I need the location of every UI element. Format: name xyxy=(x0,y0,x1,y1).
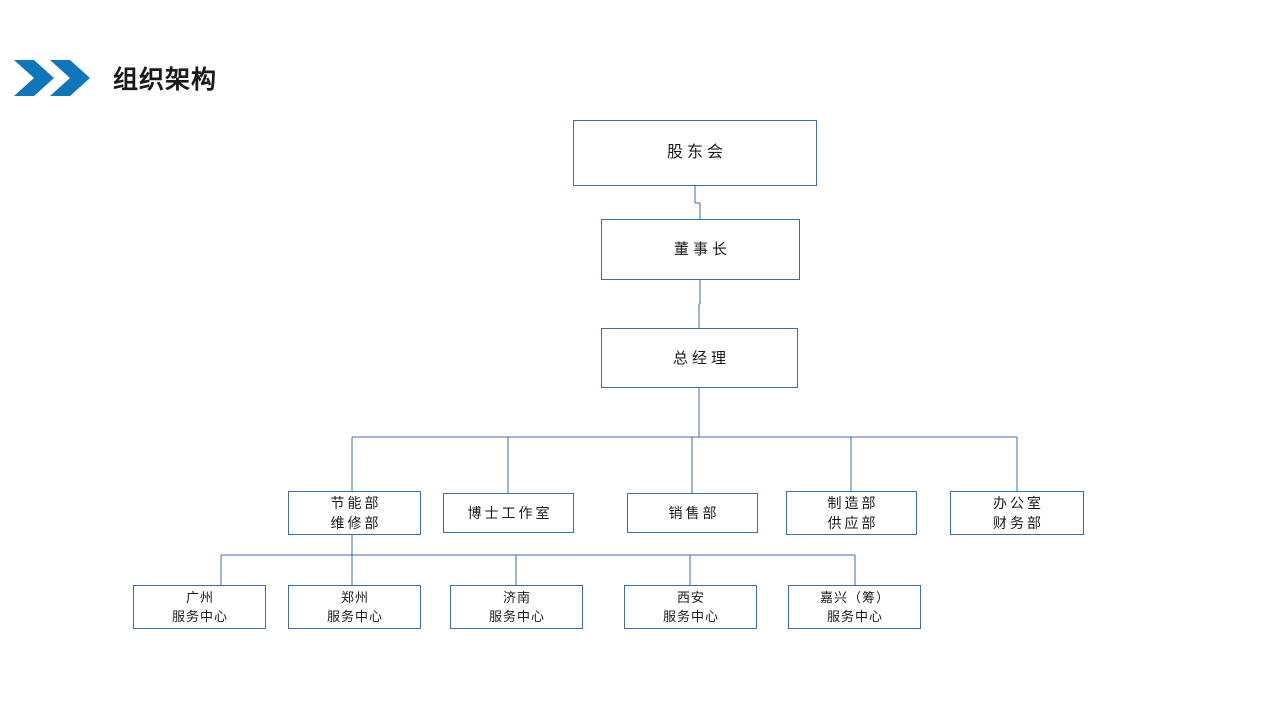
org-node-label-line-2: 供应部 xyxy=(827,515,879,531)
org-node-center-jinan[interactable]: 济南 服务中心 xyxy=(450,585,583,629)
org-node-label-line-2: 服务中心 xyxy=(326,609,383,624)
org-node-label: 总经理 xyxy=(672,349,730,367)
page-header: 组织架构 xyxy=(0,0,1280,120)
org-node-label: 销售部 xyxy=(668,505,720,521)
org-node-dept-sales[interactable]: 销售部 xyxy=(627,493,758,533)
org-node-label-line-2: 服务中心 xyxy=(662,609,719,624)
org-node-label-line-1: 郑州 xyxy=(340,590,369,605)
page-title: 组织架构 xyxy=(113,66,218,94)
org-node-center-xian[interactable]: 西安 服务中心 xyxy=(624,585,757,629)
org-node-chairman[interactable]: 董事长 xyxy=(601,219,800,280)
org-node-label-line-2: 财务部 xyxy=(993,515,1044,531)
org-node-label-line-1: 济南 xyxy=(502,590,531,605)
org-node-label-line-1: 西安 xyxy=(676,590,705,605)
org-node-label-line-1: 节能部 xyxy=(330,495,382,511)
org-node-dept-energy-maintenance[interactable]: 节能部 维修部 xyxy=(288,491,421,535)
org-node-label-line-2: 服务中心 xyxy=(826,609,883,624)
org-node-center-guangzhou[interactable]: 广州 服务中心 xyxy=(133,585,266,629)
org-node-label-line-2: 服务中心 xyxy=(171,609,228,624)
org-node-center-zhengzhou[interactable]: 郑州 服务中心 xyxy=(288,585,421,629)
org-node-label: 董事长 xyxy=(673,241,731,258)
double-chevron-right-icon xyxy=(14,58,90,98)
org-node-label-line-1: 制造部 xyxy=(827,495,879,511)
org-node-label: 博士工作室 xyxy=(467,505,553,521)
org-node-shareholders[interactable]: 股东会 xyxy=(573,120,817,186)
org-node-general-manager[interactable]: 总经理 xyxy=(601,328,798,388)
org-node-dept-office-finance[interactable]: 办公室 财务部 xyxy=(950,491,1084,535)
org-node-label-line-1: 办公室 xyxy=(993,495,1044,511)
org-node-label-line-2: 服务中心 xyxy=(488,609,545,624)
org-node-center-jiaxing[interactable]: 嘉兴（筹） 服务中心 xyxy=(788,585,921,629)
org-node-label: 股东会 xyxy=(666,144,727,161)
org-node-label-line-2: 维修部 xyxy=(330,515,382,531)
org-node-label-line-1: 嘉兴（筹） xyxy=(819,590,890,605)
org-node-dept-doctor-studio[interactable]: 博士工作室 xyxy=(443,493,574,533)
org-node-dept-manufacturing-supply[interactable]: 制造部 供应部 xyxy=(786,491,917,535)
org-node-label-line-1: 广州 xyxy=(185,590,214,605)
